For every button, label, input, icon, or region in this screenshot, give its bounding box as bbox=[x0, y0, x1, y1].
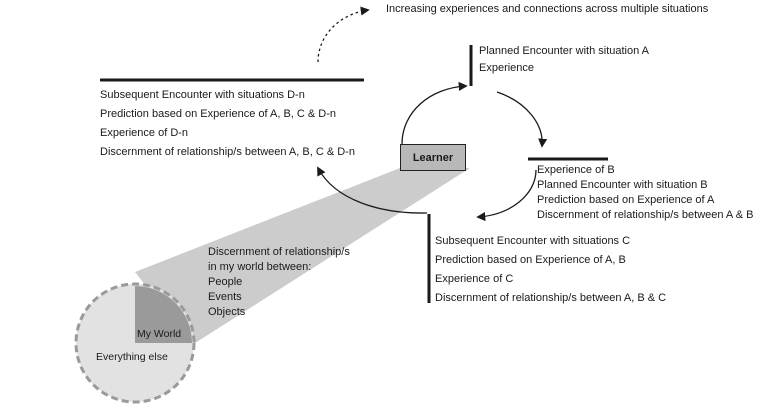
block-a-line-2: Experience bbox=[479, 62, 535, 74]
block-d-line-3: Experience of D-n bbox=[100, 127, 189, 139]
block-d-line-1: Subsequent Encounter with situations D-n bbox=[100, 89, 305, 101]
block-a-line-1: Planned Encounter with situation A bbox=[479, 45, 650, 57]
cycle-arrow-c-to-d bbox=[317, 166, 428, 214]
world-line-3: People bbox=[208, 276, 243, 288]
block-c-line-1: Subsequent Encounter with situations C bbox=[435, 235, 631, 247]
block-a-text: Planned Encounter with situation A Exper… bbox=[479, 43, 649, 77]
learner-box: Learner bbox=[400, 144, 466, 171]
block-b-line-4: Discernment of relationship/s between A … bbox=[537, 209, 754, 221]
block-d-line-4: Discernment of relationship/s between A,… bbox=[100, 146, 355, 158]
world-line-1: Discernment of relationship/s bbox=[208, 246, 350, 258]
world-line-5: Objects bbox=[208, 306, 246, 318]
my-world-label: My World bbox=[137, 328, 182, 340]
block-b-text: Experience of B Planned Encounter with s… bbox=[537, 163, 753, 223]
block-b-line-2: Planned Encounter with situation B bbox=[537, 179, 708, 191]
block-c-line-4: Discernment of relationship/s between A,… bbox=[435, 292, 667, 304]
dotted-growth-arrow bbox=[317, 6, 370, 63]
everything-else-label: Everything else bbox=[96, 351, 168, 363]
block-b-line-1: Experience of B bbox=[537, 164, 615, 176]
block-d-line-2: Prediction based on Experience of A, B, … bbox=[100, 108, 337, 120]
my-world-wedge bbox=[135, 286, 192, 343]
block-d-text: Subsequent Encounter with situations D-n… bbox=[100, 87, 355, 160]
cycle-arrow-b-to-c bbox=[476, 169, 537, 222]
block-b-line-3: Prediction based on Experience of A bbox=[537, 194, 715, 206]
block-c-line-2: Prediction based on Experience of A, B bbox=[435, 254, 626, 266]
block-c-line-3: Experience of C bbox=[435, 273, 514, 285]
top-note: Increasing experiences and connections a… bbox=[386, 3, 709, 15]
world-line-2: in my world between: bbox=[208, 261, 312, 273]
cycle-arrow-to-a bbox=[401, 81, 468, 145]
world-line-4: Events bbox=[208, 291, 242, 303]
block-c-text: Subsequent Encounter with situations C P… bbox=[435, 233, 666, 306]
perspective-beam bbox=[135, 168, 470, 345]
world-discernment-text: Discernment of relationship/s in my worl… bbox=[208, 245, 350, 320]
cycle-arrow-a-to-b bbox=[496, 91, 548, 148]
